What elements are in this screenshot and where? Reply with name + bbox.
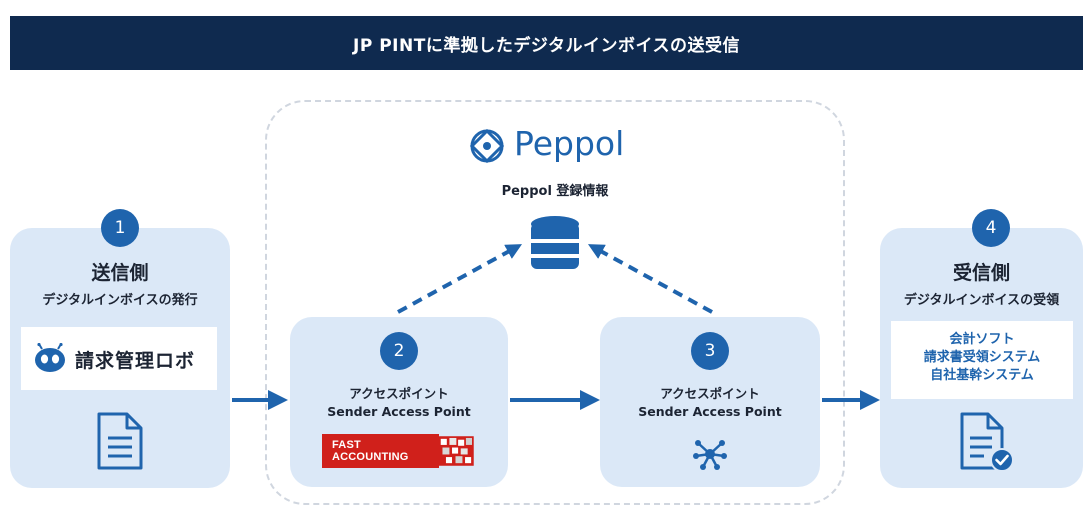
step-badge-2: 2 (380, 332, 418, 370)
sender-subtitle: デジタルインボイスの発行 (42, 293, 198, 308)
document-check-icon (960, 412, 1014, 472)
peppol-registry-label: Peppol 登録情報 (501, 184, 609, 199)
access-point-2-label: アクセスポイント Sender Access Point (290, 385, 508, 421)
receiver-system-invoice-receipt: 請求書受領システム (923, 350, 1041, 365)
peppol-network-region (265, 100, 845, 505)
pixel-mosaic-icon (439, 436, 474, 466)
fast-accounting-wordmark: FAST ACCOUNTING (322, 434, 440, 468)
access-point-3-label: アクセスポイント Sender Access Point (600, 385, 820, 421)
document-icon (97, 412, 143, 470)
access-point-3-label-en: Sender Access Point (638, 404, 782, 419)
access-point-2-label-ja: アクセスポイント (349, 386, 449, 401)
header-banner: JP PINTに準拠したデジタルインボイスの送受信 (10, 16, 1083, 70)
receiver-subtitle: デジタルインボイスの受領 (903, 293, 1060, 308)
page-title: JP PINTに準拠したデジタルインボイスの送受信 (353, 35, 740, 56)
access-point-3-label-ja: アクセスポイント (660, 386, 760, 401)
receiver-title: 受信側 (952, 262, 1010, 284)
network-hub-icon (693, 440, 727, 470)
dashed-arrow-ap3-to-db (587, 244, 713, 314)
step-badge-3: 3 (691, 332, 729, 370)
step-badge-4: 4 (972, 209, 1010, 247)
database-icon (531, 216, 579, 269)
peppol-wordmark: Peppol (514, 124, 625, 163)
robot-face-icon (35, 343, 65, 372)
seikyu-kanri-robo-logo: 請求管理ロボ (21, 327, 217, 390)
step-badge-1: 1 (101, 209, 139, 247)
peppol-logo-icon (469, 128, 505, 164)
dashed-arrow-ap2-to-db (397, 244, 523, 314)
receiver-systems-box: 会計ソフト 請求書受領システム 自社基幹システム (891, 321, 1073, 399)
seikyu-kanri-robo-wordmark: 請求管理ロボ (75, 350, 196, 372)
receiver-system-accounting: 会計ソフト (949, 332, 1015, 347)
fast-accounting-logo: FAST ACCOUNTING (322, 434, 474, 468)
sender-title: 送信側 (91, 262, 149, 284)
receiver-system-core: 自社基幹システム (930, 368, 1034, 383)
access-point-2-label-en: Sender Access Point (327, 404, 471, 419)
